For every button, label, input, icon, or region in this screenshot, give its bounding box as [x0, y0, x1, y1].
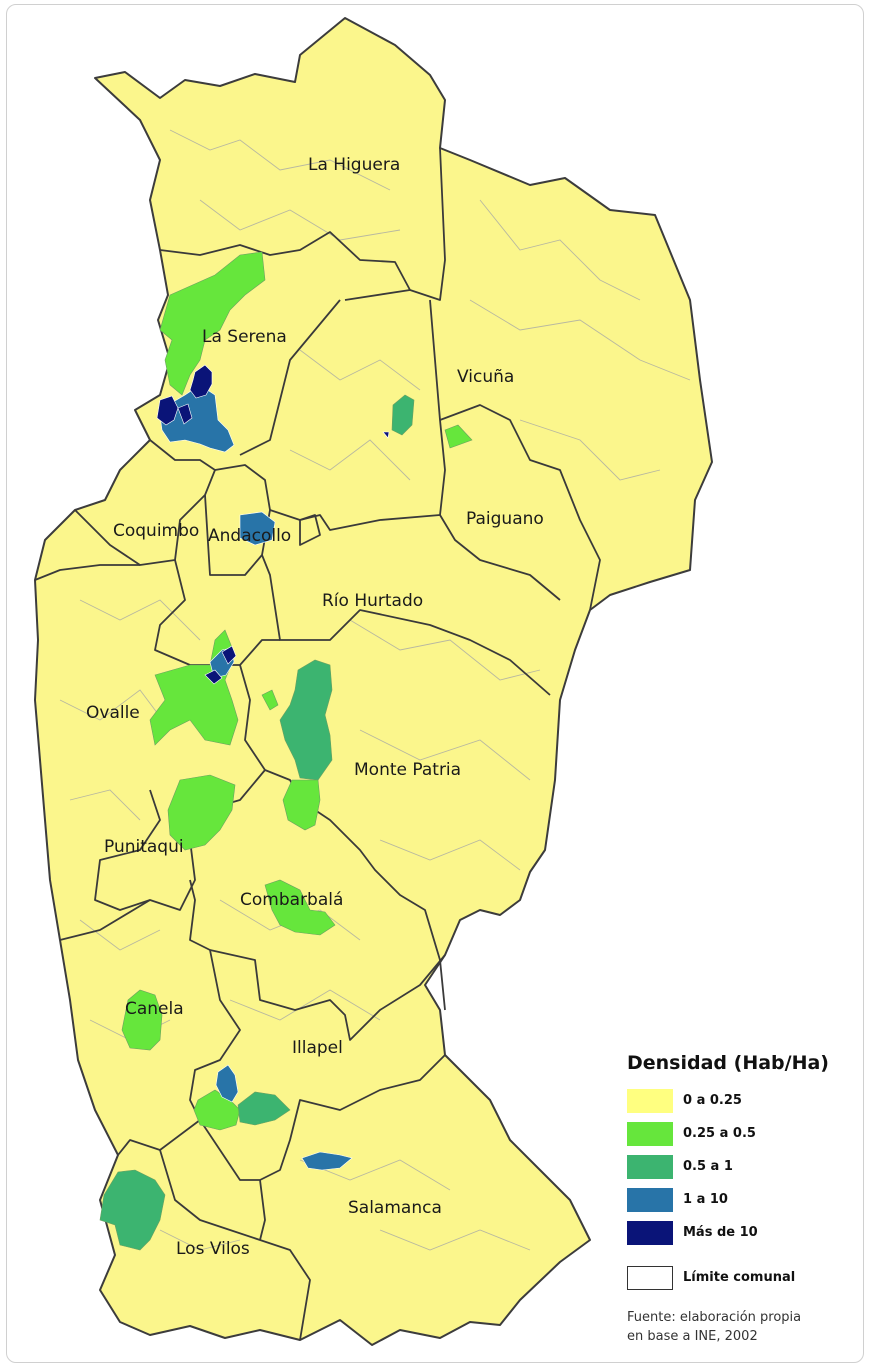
label-illapel: Illapel — [292, 1038, 343, 1058]
label-la-higuera: La Higuera — [308, 155, 400, 175]
legend-title: Densidad (Hab/Ha) — [627, 1052, 829, 1074]
label-salamanca: Salamanca — [348, 1198, 442, 1218]
legend-swatch — [627, 1187, 673, 1212]
label-los-vilos: Los Vilos — [176, 1239, 250, 1259]
label-combarbala: Combarbalá — [240, 890, 343, 910]
boundary-swatch — [627, 1265, 673, 1290]
label-monte-patria: Monte Patria — [354, 760, 461, 780]
region-base — [34, 17, 713, 1346]
legend-item: 0 a 0.25 — [627, 1084, 857, 1117]
legend-item: 0.25 a 0.5 — [627, 1117, 857, 1150]
legend: Densidad (Hab/Ha) 0 a 0.25 0.25 a 0.5 0.… — [627, 1052, 857, 1346]
legend-item: 0.5 a 1 — [627, 1150, 857, 1183]
dense-urban-patches — [156, 364, 390, 1171]
legend-boundary-label: Límite comunal — [683, 1270, 796, 1285]
legend-item: 1 a 10 — [627, 1183, 857, 1216]
source-line-2: en base a INE, 2002 — [627, 1329, 758, 1344]
label-coquimbo: Coquimbo — [113, 521, 199, 541]
commune-labels: La Higuera La Serena Vicuña Paiguano Coq… — [86, 155, 544, 1259]
label-vicuna: Vicuña — [457, 367, 514, 387]
legend-label: 1 a 10 — [683, 1192, 728, 1207]
legend-label: Más de 10 — [683, 1225, 758, 1240]
legend-item: Más de 10 — [627, 1216, 857, 1249]
label-andacollo: Andacollo — [208, 526, 291, 546]
source-note: Fuente: elaboración propia en base a INE… — [627, 1308, 857, 1346]
label-la-serena: La Serena — [202, 327, 287, 347]
legend-swatch — [627, 1154, 673, 1179]
legend-label: 0.5 a 1 — [683, 1159, 733, 1174]
label-paiguano: Paiguano — [466, 509, 544, 529]
label-punitaqui: Punitaqui — [104, 837, 184, 857]
label-ovalle: Ovalle — [86, 703, 140, 723]
label-rio-hurtado: Río Hurtado — [322, 591, 423, 611]
legend-boundary-item: Límite comunal — [627, 1261, 857, 1294]
label-canela: Canela — [125, 999, 184, 1019]
legend-swatch — [627, 1220, 673, 1245]
legend-label: 0.25 a 0.5 — [683, 1126, 756, 1141]
legend-swatch — [627, 1088, 673, 1113]
legend-swatch — [627, 1121, 673, 1146]
source-line-1: Fuente: elaboración propia — [627, 1310, 802, 1325]
district-lines — [59, 129, 691, 1251]
legend-label: 0 a 0.25 — [683, 1093, 742, 1108]
commune-boundaries — [34, 147, 601, 1341]
